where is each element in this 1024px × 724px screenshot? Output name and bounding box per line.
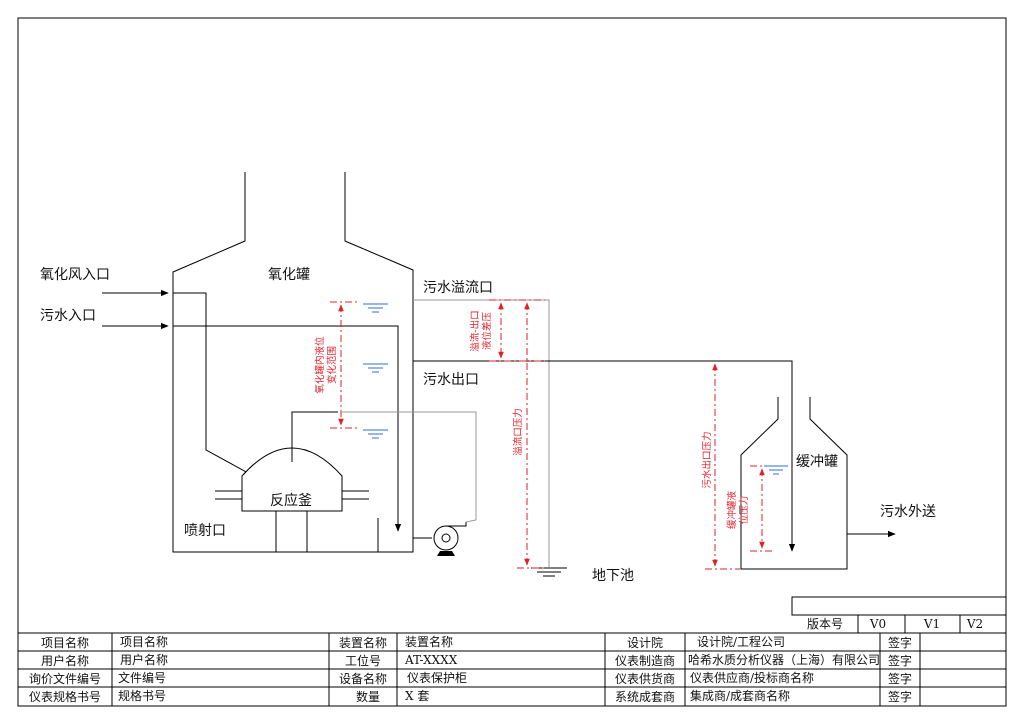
overflow-pipe (413, 299, 550, 567)
title-block-value: 用户名称 (120, 652, 168, 667)
sign-label: 签字 (888, 653, 912, 668)
title-block-label: 设备名称 (339, 671, 387, 686)
sewage-outlet-label: 污水出口 (423, 372, 479, 388)
oxidation-air-internal-pipe (173, 292, 260, 480)
version-v0: V0 (869, 617, 886, 631)
overflow-pressure-annotation: 溢流口压力 (512, 408, 524, 456)
title-block-value: AT-XXXX (404, 653, 458, 667)
recirculation-line (342, 411, 477, 520)
buffer-tank-label: 缓冲罐 (796, 454, 838, 470)
buffer-level-pressure-annotation: 位压力 (738, 496, 750, 525)
title-block-label: 设计院 (627, 636, 663, 650)
sewage-inlet-label: 污水入口 (40, 308, 96, 324)
title-block-label: 仪表规格书号 (29, 689, 101, 704)
version-v1: V1 (923, 617, 940, 631)
title-block-label: 装置名称 (339, 635, 387, 650)
sewage-outbound-label: 污水外送 (880, 504, 936, 520)
tank-level-range-dimension (330, 301, 360, 429)
title-block-value: 装置名称 (405, 634, 453, 649)
water-level-icon (363, 429, 388, 439)
sign-label: 签字 (888, 689, 912, 704)
pump-icon (413, 522, 467, 556)
oxidation-tank-label: 氧化罐 (268, 267, 310, 283)
sign-label: 签字 (888, 671, 912, 686)
buffer-level-pressure-dimension (750, 465, 775, 552)
water-level-icon (764, 465, 788, 475)
title-block-value: 设计院/工程公司 (697, 634, 785, 649)
reactor-nozzles (215, 490, 379, 552)
sewage-internal-pipe (173, 325, 402, 532)
buffer-tank-outline (740, 397, 848, 570)
title-block-value: 集成商/成套商名称 (690, 688, 790, 703)
title-block-value: 规格书号 (118, 688, 166, 703)
reactor-label: 反应釜 (270, 492, 312, 509)
buffer-level-pressure-annotation: 缓冲罐液 (726, 491, 738, 530)
tank-level-range-annotation: 氧化罐内液位 (314, 336, 326, 394)
title-block-label: 仪表制造商 (615, 653, 675, 668)
outlet-pressure-annotation: 污水出口压力 (701, 431, 713, 488)
underground-pool-label: 地下池 (592, 568, 634, 584)
title-block-value: 项目名称 (120, 634, 168, 649)
title-block-label: 仪表供货商 (615, 671, 675, 686)
title-block-value: 仪表保护柜 (407, 671, 467, 685)
title-block-label: 用户名称 (41, 653, 89, 668)
outlet-pressure-dimension (705, 363, 740, 570)
title-block-label: 询价文件编号 (29, 671, 101, 686)
oxidation-air-inlet-label: 氧化风入口 (40, 267, 110, 283)
title-block-label: 项目名称 (41, 635, 89, 650)
water-level-icon (363, 363, 388, 373)
reactor-vessel (241, 447, 343, 512)
title-block (18, 596, 1007, 706)
title-block-label: 数量 (356, 689, 380, 704)
pump-return-line (465, 519, 477, 523)
underground-pool-ground-icon (531, 567, 567, 577)
version-label: 版本号 (807, 617, 843, 631)
nozzle-label: 喷射口 (184, 523, 226, 539)
title-block-value: 仪表供应商/投标商名称 (690, 670, 814, 685)
title-block-value: 文件编号 (118, 670, 166, 685)
title-block-value: X 套 (405, 689, 429, 703)
drawing-border (17, 17, 1007, 707)
reactor-riser-pipe (291, 411, 338, 462)
version-v2: V2 (966, 617, 983, 631)
overflow-port-label: 污水溢流口 (423, 280, 493, 296)
overflow-diff-annotation: 液位差压 (481, 312, 493, 351)
overflow-diff-annotation: 溢流-出口 (469, 310, 481, 351)
tank-level-range-annotation: 变化范围 (326, 346, 338, 384)
water-level-icon (363, 303, 388, 313)
title-block-label: 工位号 (345, 653, 381, 668)
sign-label: 签字 (888, 635, 912, 650)
oxidation-tank-outline (172, 172, 414, 553)
overflow-diff-dimension (489, 299, 545, 362)
title-block-value: 哈希水质分析仪器（上海）有限公司 (688, 652, 880, 667)
title-block-label: 系统成套商 (615, 689, 675, 704)
overflow-pressure-dimension (517, 302, 545, 569)
